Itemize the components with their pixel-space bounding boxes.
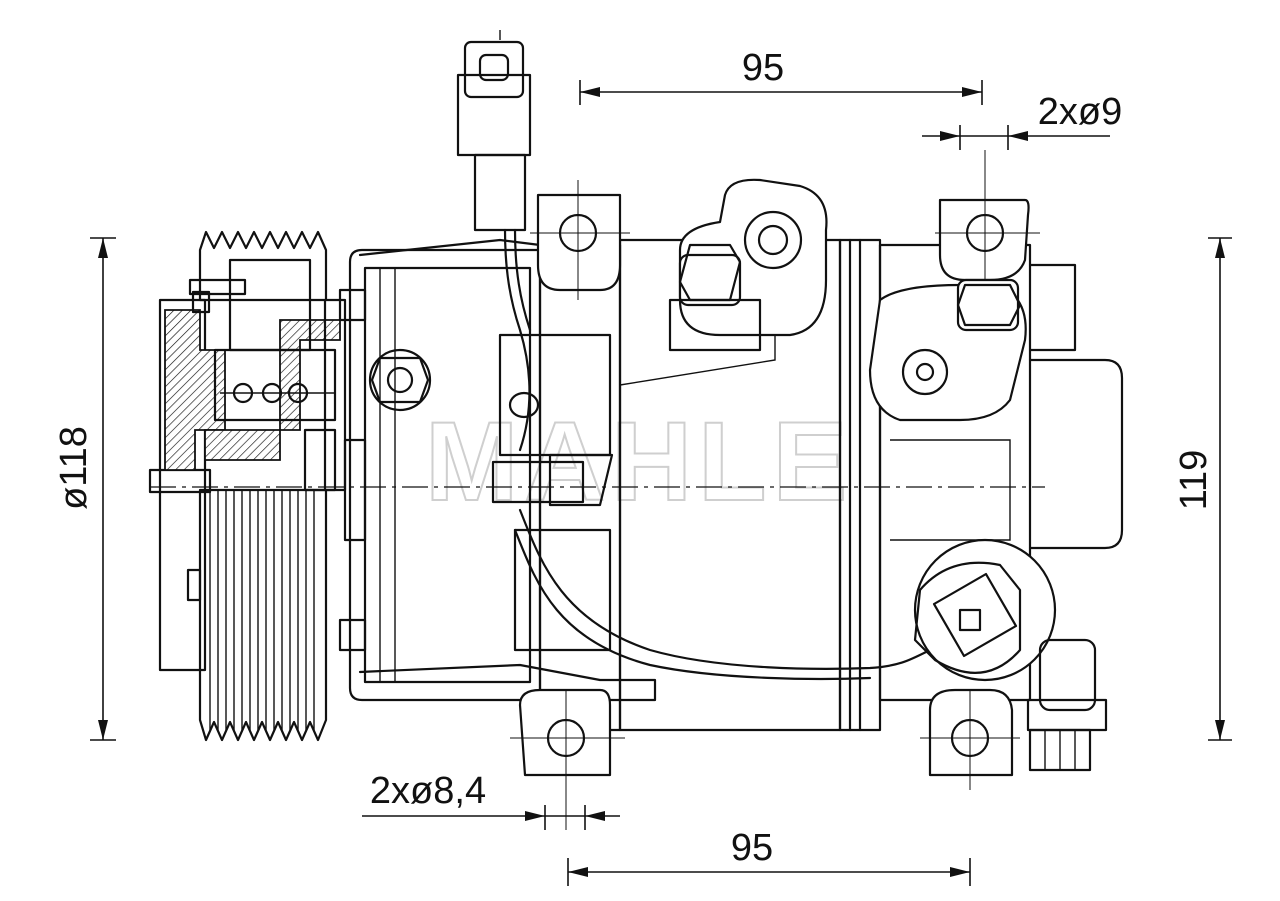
dim-top-width: 95 [742,47,784,89]
control-valve-connector [913,538,1108,772]
dim-pulley-diameter: ø118 [53,426,95,510]
electrical-connector [456,30,932,681]
watermark-text: MAHLE [425,399,853,524]
pulley-clutch [148,230,347,742]
dim-bottom-hole: 2xø8,4 [370,770,486,812]
dimension-lines [90,80,1232,886]
mounting-ears [510,150,1040,830]
dim-height-right: 119 [1173,450,1215,511]
service-ports [368,178,1027,422]
dim-bottom-width: 95 [731,827,773,869]
dim-top-hole: 2xø9 [1038,91,1122,133]
